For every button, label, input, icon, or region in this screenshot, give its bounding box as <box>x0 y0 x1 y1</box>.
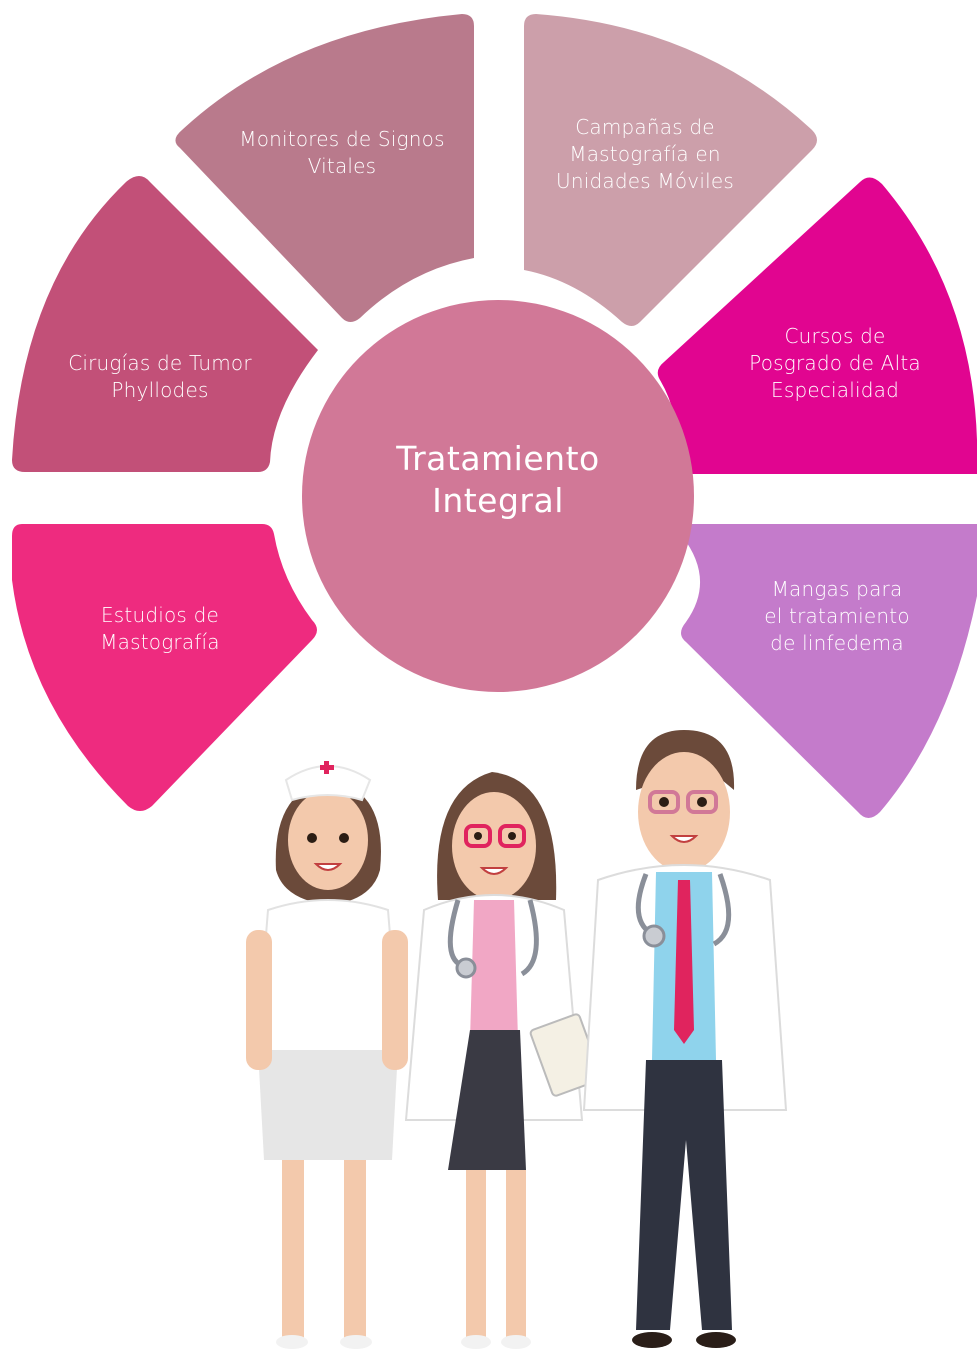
segment-estudios <box>12 524 317 811</box>
segment-campanas <box>524 14 817 326</box>
center-circle <box>302 300 694 692</box>
segment-monitores <box>175 14 475 322</box>
female-doctor-illustration <box>404 772 603 1349</box>
nurse-illustration <box>246 761 408 1349</box>
male-doctor-illustration <box>582 730 788 1348</box>
segment-mangas <box>681 524 977 818</box>
segment-cursos <box>657 177 977 475</box>
segment-phyllodes <box>12 176 318 472</box>
